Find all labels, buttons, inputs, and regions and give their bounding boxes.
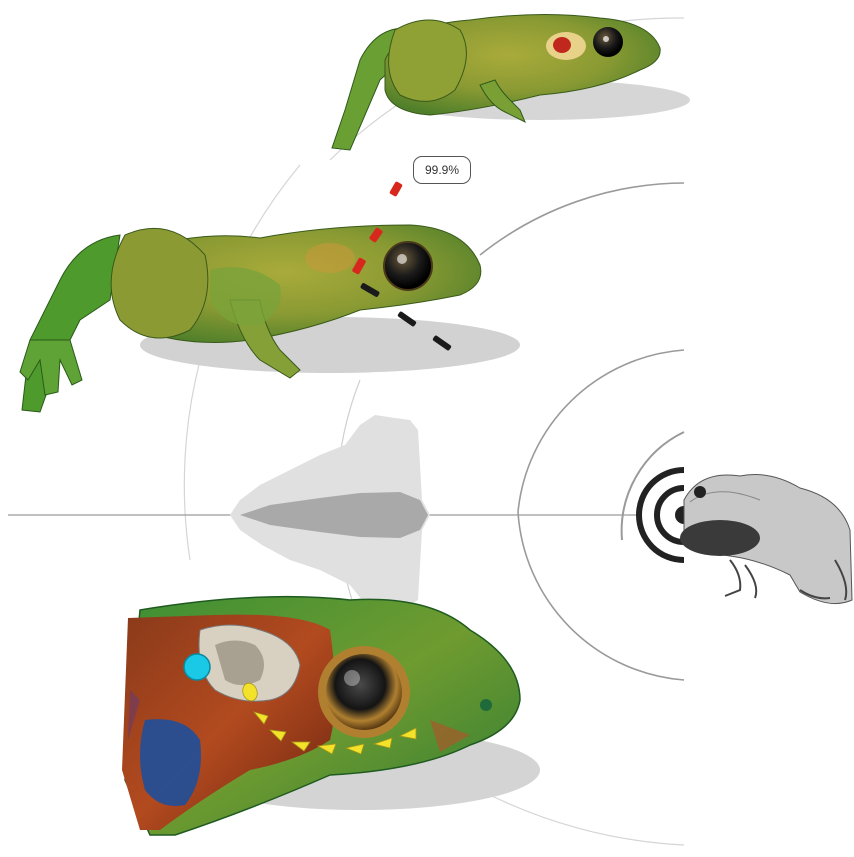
frog-top-eye [593,27,623,57]
calling-frog-grayscale [680,470,852,605]
frog-head-cutaway [122,597,540,835]
frog-top-small [332,14,690,150]
percent-marker-red [389,181,403,197]
sound-ring-3 [480,183,684,255]
lung-blue [140,719,201,806]
frog-middle-eye [384,242,432,290]
frog-head-eye [326,654,402,730]
sound-waveform [8,415,640,605]
frog-middle-thigh [111,228,208,338]
sound-ring-4c [480,790,684,845]
frog-middle-hindleg [22,235,120,412]
frog-middle-large [20,225,520,412]
frog-top-red-marker [553,37,571,53]
inner-ear-cyan [184,654,210,680]
frog-top-thigh [389,20,467,101]
percent-label: 99.9% [413,156,471,184]
